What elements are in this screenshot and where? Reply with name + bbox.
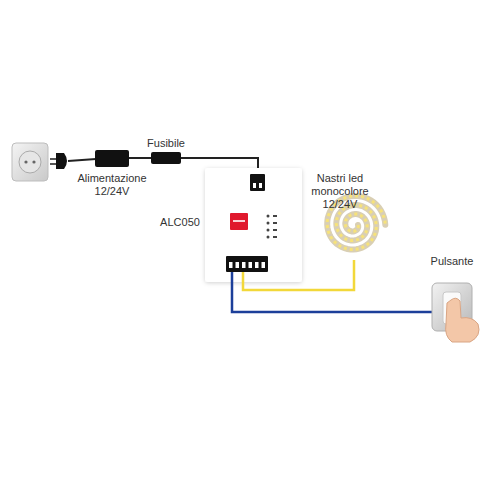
power-supply: [95, 150, 151, 167]
push-button: [432, 283, 479, 342]
power-supply-label: Alimentazione 12/24V: [72, 172, 152, 198]
alc050-controller: [205, 168, 302, 282]
yellow-wire: [243, 260, 354, 290]
fuse-label: Fusibile: [126, 137, 206, 150]
wall-socket: [12, 143, 48, 181]
button-label: Pulsante: [417, 255, 487, 268]
blue-wire: [232, 272, 440, 312]
led-strip-label: Nastri led monocolore 12/24V: [295, 172, 385, 211]
power-plug: [50, 153, 96, 169]
device-name: ALC050: [150, 216, 210, 229]
